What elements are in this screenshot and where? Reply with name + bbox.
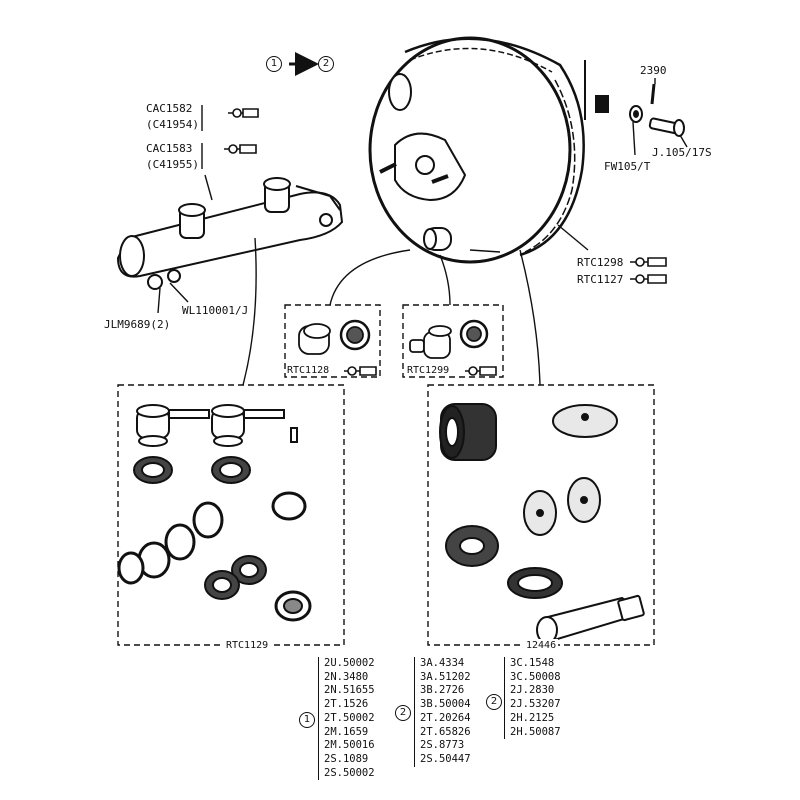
vin-code: 2H.50087 — [510, 725, 561, 738]
label-wl110001: WL110001/J — [182, 304, 249, 317]
label-12446: 12446 — [524, 639, 559, 652]
vin-code: 2S.1089 — [324, 752, 369, 765]
label-cac1582: CAC1582 — [146, 102, 193, 115]
label-rtc1129: RTC1129 — [224, 639, 271, 652]
group2b-code-list: 3C.1548 3C.50008 2J.2830 2J.53207 2H.212… — [504, 657, 561, 740]
master-cylinder — [116, 177, 344, 290]
leader-lines — [157, 78, 688, 386]
group1-marker: 1 — [299, 712, 315, 728]
vin-code: 2S.50002 — [324, 766, 375, 779]
bolt-hardware — [629, 83, 685, 137]
vin-code: 2T.20264 — [420, 711, 471, 724]
vin-code: 2M.1659 — [324, 725, 369, 738]
vin-code: 3A.51202 — [420, 670, 471, 683]
vin-code: 2M.50016 — [324, 739, 375, 752]
group2a-marker: 2 — [395, 705, 411, 721]
vin-code: 2T.65826 — [420, 725, 471, 738]
vin-code: 2T.50002 — [324, 711, 375, 724]
vin-code: 2U.50002 — [324, 657, 375, 669]
from-circle-marker: 1 — [266, 56, 282, 72]
label-2390: 2390 — [640, 64, 667, 77]
label-rtc1299: RTC1299 — [407, 365, 450, 376]
kit-boxes — [117, 304, 655, 646]
group2b-marker: 2 — [486, 694, 502, 710]
label-jlm9689: JLM9689(2) — [104, 318, 171, 331]
vin-code: 2S.50447 — [420, 752, 471, 765]
vin-code: 2T.1526 — [324, 698, 369, 711]
rtc1128-parts — [298, 319, 371, 355]
vin-code: 3A.4334 — [420, 657, 465, 669]
vin-code: 2H.2125 — [510, 711, 555, 724]
label-c41954: (C41954) — [146, 118, 199, 131]
to-circle-marker: 2 — [318, 56, 334, 72]
vin-code: 2J.53207 — [510, 698, 561, 711]
label-fw105: FW105/T — [604, 160, 651, 173]
union-fittings — [224, 108, 667, 376]
vin-code: 3C.1548 — [510, 657, 555, 669]
brake-servo — [368, 36, 609, 264]
vin-code: 2N.3480 — [324, 670, 369, 683]
label-rtc1128: RTC1128 — [287, 365, 330, 376]
vin-code: 2N.51655 — [324, 684, 375, 697]
vin-code: 3B.2726 — [420, 684, 465, 697]
label-c41955: (C41955) — [146, 158, 199, 171]
kit-12446-parts — [439, 403, 645, 644]
vin-code: 2J.2830 — [510, 684, 555, 697]
rtc1299-parts — [409, 319, 489, 359]
group2a-code-list: 3A.4334 3A.51202 3B.2726 3B.50004 2T.202… — [414, 657, 471, 767]
label-j105: J.105/17S — [652, 146, 712, 159]
vin-code: 3C.50008 — [510, 670, 561, 683]
rtc1129-kit-parts — [117, 404, 312, 622]
label-rtc1127: RTC1127 — [577, 273, 624, 286]
vin-code: 2S.8773 — [420, 739, 465, 752]
vin-code: 3B.50004 — [420, 698, 471, 711]
label-rtc1298: RTC1298 — [577, 256, 624, 269]
label-cac1583: CAC1583 — [146, 142, 193, 155]
group1-code-list: 2U.50002 2N.3480 2N.51655 2T.1526 2T.500… — [318, 657, 375, 781]
